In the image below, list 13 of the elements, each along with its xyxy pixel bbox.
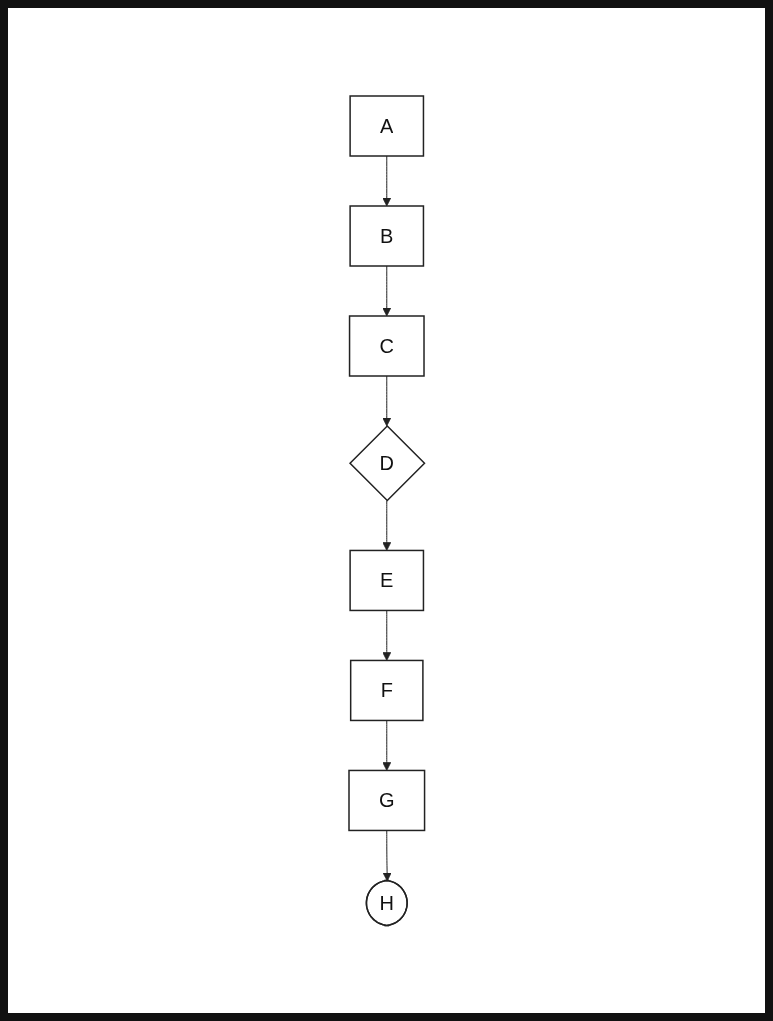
- node-diamond: D: [348, 424, 426, 502]
- node-box: E: [349, 549, 424, 611]
- arrow: [382, 265, 391, 317]
- arrow: [382, 609, 391, 661]
- arrow: [382, 375, 391, 427]
- node-box: B: [349, 205, 424, 267]
- node-box: G: [347, 769, 426, 831]
- node-box: C: [348, 315, 425, 377]
- node-box: F: [349, 659, 424, 721]
- arrow: [382, 155, 391, 207]
- arrow: [382, 719, 391, 771]
- node-box: A: [349, 95, 424, 157]
- arrow: [382, 499, 391, 551]
